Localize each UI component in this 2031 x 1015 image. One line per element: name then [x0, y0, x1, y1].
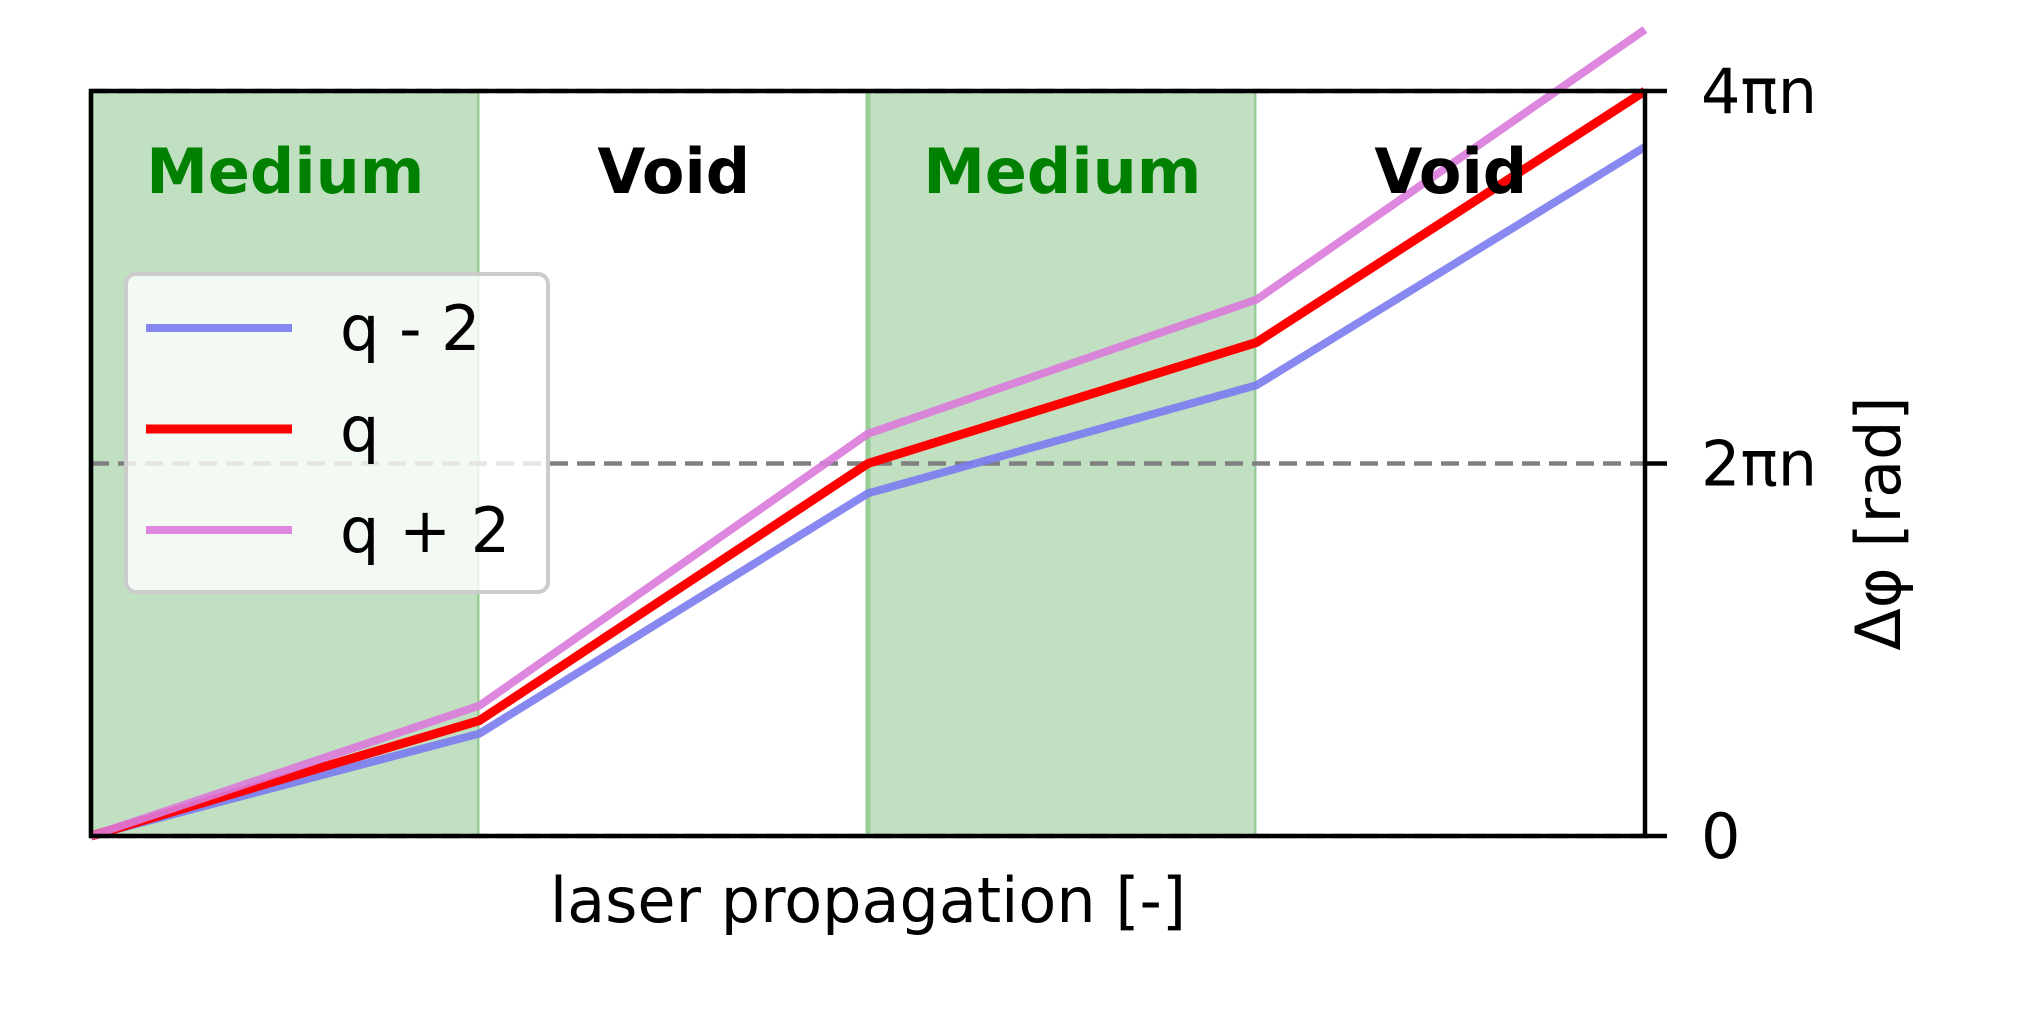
series-line-0: [89, 143, 1648, 840]
region-label-3: Void: [1374, 135, 1527, 208]
series-layer: [89, 26, 1648, 841]
y-tick-label-2: 4πn: [1701, 55, 1817, 128]
legend: q - 2 q q + 2: [124, 272, 550, 594]
legend-label-2: q + 2: [340, 494, 510, 567]
legend-label-1: q: [340, 393, 379, 466]
region-label-0: Medium: [146, 135, 424, 208]
y-axis: 0 2πn 4πn: [1645, 55, 1817, 873]
region-label-2: Medium: [923, 135, 1201, 208]
y-tick-label-0: 0: [1701, 800, 1740, 873]
y-tick-label-1: 2πn: [1701, 428, 1817, 501]
y-axis-label: Δφ [rad]: [1842, 396, 1915, 650]
series-line-1: [89, 87, 1648, 841]
region-label-1: Void: [597, 135, 750, 208]
legend-label-0: q - 2: [340, 292, 481, 365]
legend-box: [124, 272, 550, 594]
x-axis-label: laser propagation [-]: [550, 864, 1186, 937]
series-line-2: [89, 26, 1648, 840]
region-labels: Medium Void Medium Void: [146, 135, 1527, 208]
